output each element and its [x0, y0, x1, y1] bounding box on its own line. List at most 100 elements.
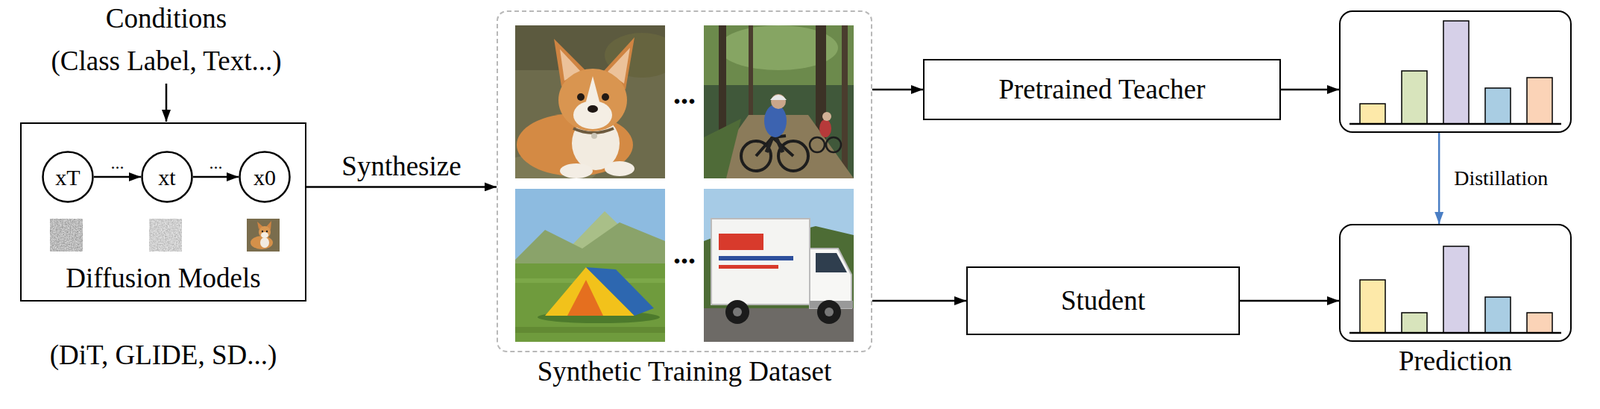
- prediction-panel: [1339, 10, 1572, 133]
- student-box: Student: [966, 266, 1240, 335]
- corgi-photo: [559, 163, 593, 179]
- label-holder: Conditions: [105, 3, 227, 35]
- truck-photo: [815, 252, 847, 273]
- corgi-photo: [577, 93, 585, 101]
- corgi-thumbnail: [258, 225, 271, 238]
- noise-thumbnail: [149, 218, 182, 252]
- corgi-photo: [515, 25, 666, 179]
- flow-arrow: [872, 88, 924, 91]
- connector-layer: [93, 89, 1439, 301]
- cyclists-photo: [819, 119, 832, 138]
- prediction-panel: Prediction: [1339, 223, 1572, 342]
- truck-photo: [718, 255, 794, 261]
- cyclists-photo: [703, 25, 854, 179]
- tent-photo: [515, 263, 666, 342]
- student-bars: [1401, 312, 1428, 333]
- flow-arrow: [872, 299, 967, 302]
- node-label: Student: [1060, 285, 1146, 317]
- node-label: Pretrained Teacher: [998, 74, 1205, 106]
- cyclists-photo: [703, 25, 854, 179]
- student-bars: [1349, 331, 1562, 335]
- truck-photo: [809, 248, 852, 308]
- distillation-arrow: [1438, 132, 1441, 224]
- corgi-photo: [586, 76, 600, 102]
- tent-photo: [515, 188, 666, 342]
- cyclists-photo: [841, 25, 848, 179]
- circle-outline: [142, 152, 193, 203]
- noise-thumbnail: [149, 218, 182, 252]
- truck-photo: [718, 264, 779, 269]
- edge-label: Synthesize: [341, 152, 461, 183]
- cyclists-photo: [748, 25, 754, 130]
- teacher-bars: [1359, 103, 1386, 124]
- node-label: xt: [158, 164, 176, 190]
- corgi-thumbnail: [260, 231, 269, 238]
- edge-label-holder: Distillation: [1453, 167, 1548, 191]
- node-label: Diffusion Models: [65, 263, 261, 294]
- student-bars: [1443, 246, 1469, 333]
- noise-thumbnail: [49, 218, 83, 252]
- tent-photo: [515, 188, 666, 342]
- truck-photo: [725, 299, 750, 324]
- corgi-photo: [587, 105, 598, 113]
- node-label: x0: [253, 164, 276, 190]
- tent-photo: [567, 279, 604, 316]
- teacher-bars: [1401, 70, 1428, 124]
- flow-arrow: [1239, 299, 1340, 302]
- corgi-thumbnail: [260, 237, 270, 248]
- node-label: Prediction: [1398, 345, 1513, 377]
- circle-outline: [43, 152, 94, 203]
- teacher-box: Pretrained Teacher: [923, 58, 1281, 121]
- model-box: Diffusion Models xT xt x0: [20, 122, 307, 302]
- node-label: xT: [55, 164, 80, 190]
- caption-slot: Prediction: [1398, 345, 1513, 377]
- label-holder: ...: [673, 237, 696, 270]
- state-circle: x0: [238, 150, 291, 203]
- ellipsis-mark: ...: [673, 77, 696, 111]
- free-label: Conditions: [105, 3, 227, 35]
- cyclists-photo: [770, 93, 786, 109]
- cyclists-photo: [822, 111, 832, 121]
- corgi-thumbnail: [246, 218, 280, 252]
- label-holder: (Class Label, Text...): [50, 46, 282, 77]
- truck-photo: [703, 188, 854, 342]
- corgi-photo: [558, 68, 628, 132]
- edge-label: ...: [111, 152, 125, 173]
- tent-photo: [515, 326, 666, 333]
- flow-arrow: [1280, 88, 1340, 91]
- cyclists-photo: [741, 135, 809, 171]
- state-circle: xT: [41, 150, 94, 203]
- flow-arrow: [93, 175, 141, 179]
- truck-photo: [718, 233, 764, 250]
- cyclists-photo: [809, 137, 825, 153]
- dataset-panel: Synthetic Training Dataset: [496, 10, 873, 352]
- corgi-photo: [591, 132, 598, 139]
- corgi-photo: [601, 93, 610, 101]
- noise-thumbnail: [149, 218, 182, 252]
- teacher-bars: [1349, 123, 1562, 126]
- flow-arrow: [306, 185, 497, 188]
- student-bars: [1485, 296, 1511, 333]
- edge-label-holder: ...: [209, 152, 223, 173]
- cyclists-photo: [766, 135, 783, 153]
- cyclists-photo: [703, 25, 854, 85]
- truck-photo: [824, 307, 834, 317]
- truck-photo: [817, 299, 842, 324]
- corgi-thumbnail: [246, 218, 280, 252]
- edge-label: Distillation: [1453, 167, 1548, 191]
- cyclists-photo: [809, 137, 842, 153]
- label-holder: (DiT, GLIDE, SD...): [49, 339, 278, 371]
- corgi-thumbnail: [250, 235, 273, 250]
- teacher-bars: [1349, 20, 1562, 124]
- corgi-photo: [604, 161, 635, 176]
- cyclists-photo: [764, 104, 787, 138]
- truck-photo: [703, 188, 854, 342]
- corgi-photo: [573, 100, 613, 129]
- cyclists-photo: [756, 135, 794, 156]
- student-bars: [1349, 246, 1562, 333]
- teacher-bars: [1485, 87, 1511, 124]
- truck-photo: [711, 218, 810, 305]
- flow-arrow: [193, 175, 239, 179]
- corgi-photo: [573, 128, 614, 133]
